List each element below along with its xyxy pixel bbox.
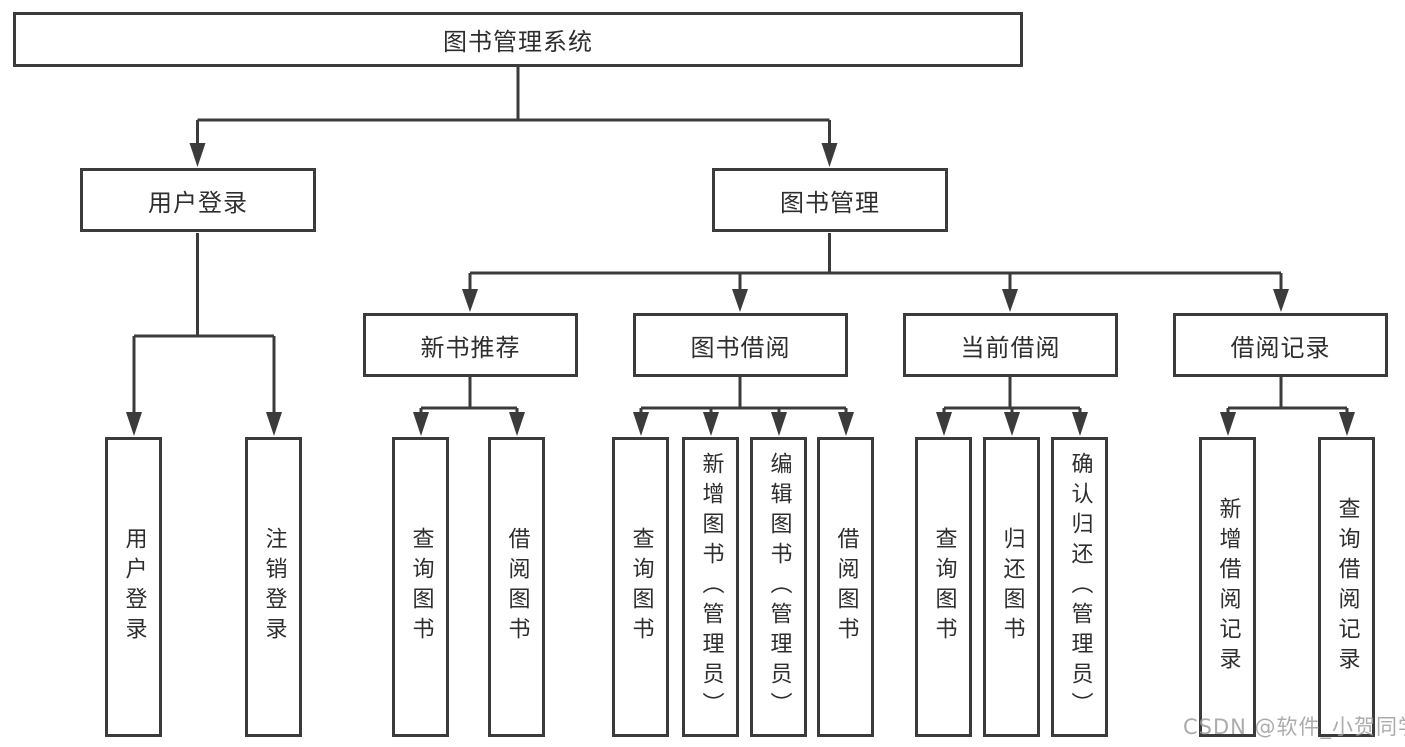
new-book-recommend-label: 新书推荐 (420, 333, 521, 362)
node-logout: 注销登录 (245, 437, 302, 737)
node-root-title: 图书管理系统 (13, 12, 1023, 67)
arrowhead-icon (462, 289, 478, 312)
connector-book-mgmt-children (462, 233, 1289, 312)
node-current-borrowing: 当前借阅 (903, 313, 1118, 377)
arrowhead-icon (1220, 412, 1236, 436)
query-borrow-record-label: 查询借阅记录 (1334, 497, 1360, 677)
confirm-return-admin-label: 确认归还（管理员） (1067, 452, 1093, 722)
arrowhead-icon (633, 412, 649, 436)
connector-current-borrow-children (936, 377, 1088, 436)
edit-books-admin-label: 编辑图书（管理员） (766, 452, 792, 722)
return-books-label: 归还图书 (999, 527, 1025, 647)
book-borrowing-label: 图书借阅 (690, 333, 791, 362)
node-user-login: 用户登录 (80, 168, 316, 232)
arrowhead-icon (838, 412, 854, 436)
current-borrowing-label: 当前借阅 (960, 333, 1061, 362)
query-books-newbook-label: 查询图书 (408, 527, 434, 647)
arrowhead-icon (509, 412, 525, 436)
arrowhead-icon (1273, 289, 1289, 312)
arrowhead-icon (732, 289, 748, 312)
node-query-borrow-record: 查询借阅记录 (1318, 437, 1375, 737)
node-book-management: 图书管理 (712, 168, 948, 232)
arrowhead-icon (126, 412, 142, 436)
query-books-borrowing-label: 查询图书 (628, 527, 654, 647)
arrowhead-icon (189, 143, 206, 167)
add-borrow-record-label: 新增借阅记录 (1215, 497, 1241, 677)
logout-label: 注销登录 (261, 527, 287, 647)
node-query-books-newbook: 查询图书 (392, 437, 449, 737)
csdn-watermark: CSDN @软件_小贺同学 (1183, 715, 1405, 739)
root-title-label: 图书管理系统 (443, 28, 593, 56)
book-management-label: 图书管理 (780, 188, 880, 217)
node-return-books: 归还图书 (983, 437, 1040, 737)
arrowhead-icon (703, 412, 719, 436)
borrow-books-borrowing-label: 借阅图书 (833, 527, 859, 647)
user-login-label: 用户登录 (148, 188, 248, 217)
node-book-borrowing: 图书借阅 (633, 313, 848, 377)
node-borrow-books-newbook: 借阅图书 (488, 437, 545, 737)
arrowhead-icon (1004, 412, 1020, 436)
connector-book-borrow-children (633, 377, 854, 436)
borrow-books-newbook-label: 借阅图书 (504, 527, 530, 647)
arrowhead-icon (771, 412, 787, 436)
node-query-books-borrowing: 查询图书 (612, 437, 669, 737)
connector-borrow-records-children (1220, 377, 1355, 436)
arrowhead-icon (936, 412, 952, 436)
node-query-books-current: 查询图书 (915, 437, 972, 737)
node-borrow-records: 借阅记录 (1173, 313, 1388, 377)
node-edit-books-admin: 编辑图书（管理员） (750, 437, 807, 737)
arrowhead-icon (1002, 289, 1018, 312)
arrowhead-icon (1072, 412, 1088, 436)
node-confirm-return-admin: 确认归还（管理员） (1051, 437, 1108, 737)
arrowhead-icon (1339, 412, 1355, 436)
connector-new-book-children (413, 377, 525, 436)
node-add-books-admin: 新增图书（管理员） (682, 437, 739, 737)
borrow-records-label: 借阅记录 (1230, 333, 1331, 362)
arrowhead-icon (266, 412, 282, 436)
query-books-current-label: 查询图书 (931, 527, 957, 647)
add-books-admin-label: 新增图书（管理员） (698, 452, 724, 722)
node-add-borrow-record: 新增借阅记录 (1199, 437, 1256, 737)
node-borrow-books-borrowing: 借阅图书 (817, 437, 874, 737)
connector-user-login-children (126, 233, 282, 436)
node-user-login-leaf: 用户登录 (105, 437, 162, 737)
arrowhead-icon (413, 412, 429, 436)
arrowhead-icon (821, 143, 838, 167)
user-login-leaf-label: 用户登录 (121, 527, 147, 647)
node-new-book-recommend: 新书推荐 (363, 313, 578, 377)
connector-root-to-level2 (189, 67, 838, 167)
